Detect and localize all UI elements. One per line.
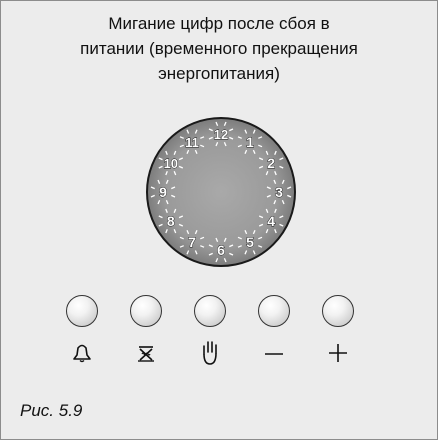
blink-rays <box>258 150 284 176</box>
clock-numeral-5: 5 <box>246 234 254 250</box>
blink-rays <box>158 208 184 234</box>
hand-icon <box>190 337 230 369</box>
blink-rays <box>237 229 263 255</box>
plus-icon <box>318 337 358 369</box>
defrost-icon <box>126 337 166 369</box>
figure-caption: Мигание цифр после сбоя в питании (време… <box>80 14 358 83</box>
clock-numeral-12: 12 <box>214 127 228 142</box>
blink-rays <box>179 129 205 155</box>
minus-icon <box>254 337 294 369</box>
defrost-button[interactable] <box>130 295 162 327</box>
clock-numeral-7: 7 <box>188 234 196 250</box>
clock-numeral-8: 8 <box>167 213 175 229</box>
bell-icon <box>62 337 102 369</box>
blink-rays <box>150 179 176 205</box>
clock-numeral-4: 4 <box>267 213 275 229</box>
control-buttons <box>1 295 438 375</box>
blink-rays <box>258 208 284 234</box>
clock-numeral-1: 1 <box>246 134 254 150</box>
clock-numeral-10: 10 <box>164 156 178 171</box>
clock-numeral-9: 9 <box>159 184 167 200</box>
blink-rays <box>179 229 205 255</box>
clock-numeral-2: 2 <box>267 155 275 171</box>
blink-rays <box>266 179 292 205</box>
blink-rays <box>208 121 234 147</box>
dial-face <box>146 117 296 267</box>
figure-label: Рис. 5.9 <box>20 401 83 420</box>
blink-rays <box>208 237 234 263</box>
alarm-button[interactable] <box>66 295 98 327</box>
blink-rays <box>158 150 184 176</box>
clock-numeral-6: 6 <box>217 242 225 258</box>
plus-button[interactable] <box>322 295 354 327</box>
clock-numeral-11: 11 <box>185 135 199 150</box>
blink-rays <box>237 129 263 155</box>
clock-numeral-3: 3 <box>275 184 283 200</box>
manual-button[interactable] <box>194 295 226 327</box>
minus-button[interactable] <box>258 295 290 327</box>
